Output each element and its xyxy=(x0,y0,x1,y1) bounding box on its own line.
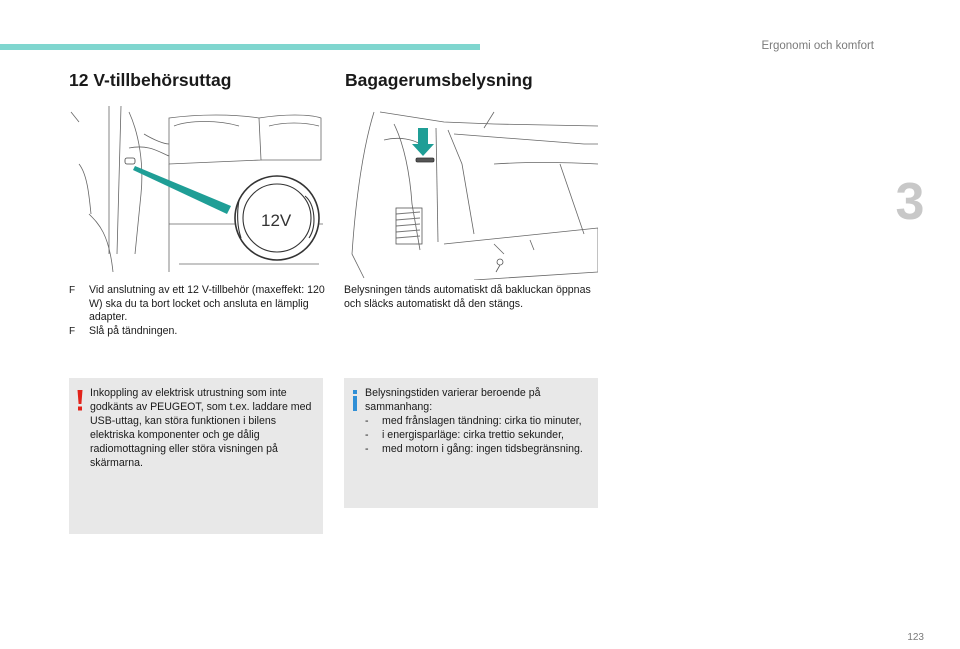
info-item-text: med frånslagen tändning: cirka tio minut… xyxy=(382,414,582,427)
info-content: Belysningstiden varierar beroende på sam… xyxy=(365,387,592,457)
boot-lamp xyxy=(415,157,435,163)
page-number: 123 xyxy=(907,632,924,643)
chapter-title: Ergonomi och komfort xyxy=(761,40,875,52)
instructions-list: F Vid anslutning av ett 12 V-tillbehör (… xyxy=(69,284,327,338)
info-intro: Belysningstiden varierar beroende på sam… xyxy=(365,387,541,413)
bullet-marker: F xyxy=(69,285,76,296)
info-icon xyxy=(353,390,357,411)
12v-socket-illustration: 12V xyxy=(70,105,323,273)
exclamation-icon xyxy=(77,390,83,411)
boot-light-description: Belysningen tänds automatiskt då bakluck… xyxy=(344,284,591,310)
warning-box: Inkoppling av elektrisk utrustning som i… xyxy=(69,378,323,534)
boot-light-illustration xyxy=(351,111,598,280)
info-item-text: i energisparläge: cirka trettio sekunder… xyxy=(382,428,564,441)
instruction-text: Slå på tändningen. xyxy=(89,324,178,337)
instruction-item: F Vid anslutning av ett 12 V-tillbehör (… xyxy=(69,284,327,325)
chapter-number: 3 xyxy=(895,173,925,231)
accent-bar xyxy=(0,44,480,50)
section-title-boot-light: Bagagerumsbelysning xyxy=(345,70,533,90)
info-item: -med frånslagen tändning: cirka tio minu… xyxy=(365,414,582,427)
info-item-text: med motorn i gång: ingen tidsbegränsning… xyxy=(382,442,583,455)
info-item: -i energisparläge: cirka trettio sekunde… xyxy=(365,428,564,441)
section-title-12v-socket: 12 V-tillbehörsuttag xyxy=(69,70,232,90)
info-box: Belysningstiden varierar beroende på sam… xyxy=(344,378,598,508)
instruction-item: F Slå på tändningen. xyxy=(69,325,327,339)
instruction-text: Vid anslutning av ett 12 V-tillbehör (ma… xyxy=(89,284,325,324)
socket-label: 12V xyxy=(261,211,292,230)
bullet-marker: F xyxy=(69,325,76,337)
warning-text: Inkoppling av elektrisk utrustning som i… xyxy=(90,387,312,469)
info-item: -med motorn i gång: ingen tidsbegränsnin… xyxy=(365,442,583,455)
